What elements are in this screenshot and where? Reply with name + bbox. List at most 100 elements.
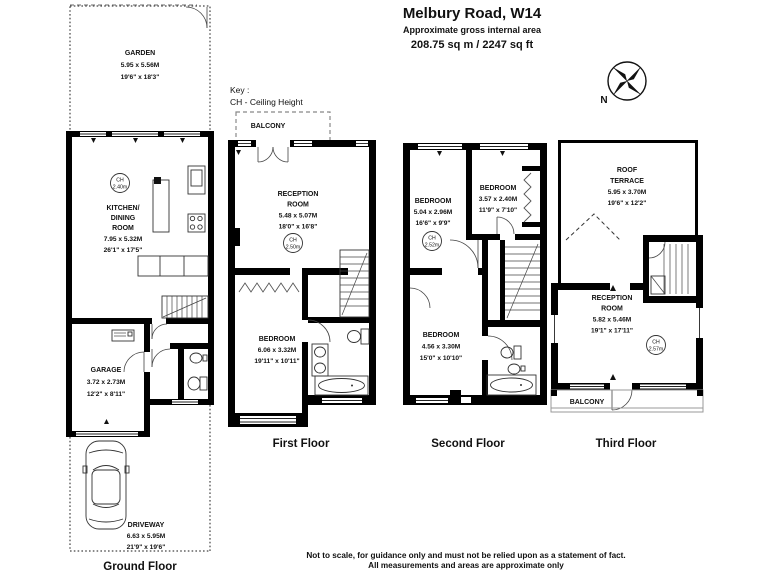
ch-value: 2.52m	[425, 243, 439, 249]
garden-label: GARDEN	[125, 50, 155, 57]
stove-icon	[187, 213, 206, 233]
toilet-icon-second	[500, 345, 522, 360]
kitchen-metric: 7.95 x 5.32M	[104, 236, 143, 243]
reception1-imperial: 18'0" x 16'8"	[279, 224, 318, 231]
ch-label: CH	[652, 340, 660, 346]
garage-label: GARAGE	[91, 367, 122, 374]
terrace-metric: 5.95 x 3.70M	[608, 189, 647, 196]
toilet-icon-ground	[187, 376, 208, 391]
room-bedroom1-second: BEDROOM 5.04 x 2.96M 16'6" x 9'9"	[414, 198, 453, 227]
floor-plan-second: BEDROOM 5.04 x 2.96M 16'6" x 9'9" CH 2.5…	[403, 143, 547, 450]
ch-badge-bedroom1: CH 2.52m	[422, 231, 442, 251]
reception1-label-2: ROOM	[287, 202, 309, 209]
bedroom1-label: BEDROOM	[415, 198, 452, 205]
fridge-icon	[187, 165, 206, 195]
driveway-imperial: 21'9" x 19'6"	[127, 544, 166, 551]
sink-icon-ground	[189, 352, 208, 364]
ch-value: 2.57m	[649, 347, 663, 353]
header-area: 208.75 sq m / 2247 sq ft	[411, 39, 534, 51]
bedroom2-metric: 3.57 x 2.40M	[479, 196, 518, 203]
first-floor-label: First Floor	[273, 438, 330, 450]
kitchen-label-2: DINING	[111, 215, 136, 222]
header: Melbury Road, W14 Approximate gross inte…	[403, 5, 542, 51]
ch-badge-reception-third: CH 2.57m	[646, 335, 666, 355]
garage-metric: 3.72 x 2.73M	[87, 379, 126, 386]
reception3-metric: 5.82 x 5.46M	[593, 317, 632, 324]
reception3-label-1: RECEPTION	[592, 295, 633, 302]
third-floor-label: Third Floor	[596, 438, 657, 450]
bedroom3-imperial: 15'0" x 10'10"	[420, 355, 462, 362]
kitchen-counter	[137, 255, 209, 277]
ch-label: CH	[428, 236, 436, 242]
disclaimer: Not to scale, for guidance only and must…	[306, 551, 625, 570]
floor-plan-first: BALCONY RECEPTION ROOM 5.48 x 5.07M 18'0…	[228, 111, 376, 450]
staircase-third	[648, 241, 689, 295]
compass-north-label: N	[600, 95, 607, 106]
bedroom1-imperial: 16'6" x 9'9"	[415, 220, 450, 227]
staircase-ground	[161, 295, 209, 319]
room-garage: GARAGE 3.72 x 2.73M 12'2" x 8'11"	[87, 367, 126, 398]
kitchen-label-3: ROOM	[112, 225, 134, 232]
staircase-second	[500, 240, 540, 320]
bedroom3-metric: 4.56 x 3.30M	[422, 344, 461, 351]
ch-value: 2.40m	[113, 185, 127, 191]
wardrobe-second	[523, 172, 532, 223]
bedroom-first-label: BEDROOM	[259, 336, 296, 343]
car-icon	[82, 440, 130, 530]
driveway-metric: 6.63 x 5.95M	[127, 533, 166, 540]
ch-badge-reception-first: CH 2.50m	[283, 233, 303, 253]
ch-value: 2.50m	[286, 245, 300, 251]
sink-icon-first	[311, 343, 329, 377]
page-title: Melbury Road, W14	[403, 5, 542, 22]
driveway-label: DRIVEWAY	[128, 522, 165, 529]
bedroom2-label: BEDROOM	[480, 185, 517, 192]
bedroom2-imperial: 11'9" x 7'10"	[479, 207, 517, 214]
ch-badge-kitchen: CH 2.40m	[110, 173, 130, 193]
reception3-imperial: 19'1" x 17'11"	[591, 328, 633, 335]
disclaimer-line-1: Not to scale, for guidance only and must…	[306, 551, 625, 560]
toilet-icon-first	[347, 328, 370, 345]
room-bedroom3-second: BEDROOM 4.56 x 3.30M 15'0" x 10'10"	[420, 332, 462, 362]
bedroom-first-imperial: 19'11" x 10'11"	[254, 358, 299, 365]
wardrobe-first	[238, 282, 300, 293]
room-driveway: DRIVEWAY 6.63 x 5.95M 21'9" x 19'6"	[127, 522, 166, 551]
room-roof-terrace: ROOF TERRACE 5.95 x 3.70M 19'6" x 12'2"	[608, 167, 647, 207]
bedroom1-metric: 5.04 x 2.96M	[414, 209, 453, 216]
room-kitchen: KITCHEN/ DINING ROOM 7.95 x 5.32M 26'1" …	[104, 205, 143, 254]
room-reception-third: RECEPTION ROOM 5.82 x 5.46M 19'1" x 17'1…	[591, 295, 633, 335]
balcony-first-label: BALCONY	[251, 123, 286, 130]
ground-floor-label: Ground Floor	[103, 561, 177, 573]
terrace-roofline	[565, 213, 621, 241]
room-reception-first: RECEPTION ROOM 5.48 x 5.07M 18'0" x 16'8…	[278, 191, 319, 231]
staircase-first	[339, 249, 370, 318]
reception3-label-2: ROOM	[601, 306, 623, 313]
garden-metric: 5.95 x 5.56M	[121, 62, 160, 69]
ch-label: CH	[289, 238, 297, 244]
ch-label: CH	[116, 178, 124, 184]
garden-imperial: 19'6" x 18'3"	[121, 74, 160, 81]
balcony-third-label: BALCONY	[570, 399, 605, 406]
terrace-label-1: ROOF	[617, 167, 638, 174]
terrace-imperial: 19'6" x 12'2"	[608, 200, 647, 207]
kitchen-imperial: 26'1" x 17'5"	[104, 247, 143, 254]
garage-imperial: 12'2" x 8'11"	[87, 391, 125, 398]
floor-plan-ground: GARDEN 5.95 x 5.56M 19'6" x 18'3"	[66, 4, 214, 573]
kitchen-label-1: KITCHEN/	[106, 205, 139, 212]
bedroom3-label: BEDROOM	[423, 332, 460, 339]
bathtub-icon-first	[314, 375, 369, 396]
legend-key: Key : CH - Ceiling Height	[230, 85, 303, 107]
radiator-icon	[111, 329, 135, 342]
header-subtitle: Approximate gross internal area	[403, 25, 542, 35]
key-label: Key :	[230, 85, 249, 95]
compass-icon: N	[600, 61, 647, 106]
floor-plan-third: ROOF TERRACE 5.95 x 3.70M 19'6" x 12'2"	[550, 140, 704, 450]
reception1-metric: 5.48 x 5.07M	[279, 213, 318, 220]
key-ceiling-height: CH - Ceiling Height	[230, 97, 303, 107]
balcony-third: BALCONY	[550, 389, 704, 413]
disclaimer-line-2: All measurements and areas are approxima…	[368, 561, 564, 570]
reception1-label-1: RECEPTION	[278, 191, 319, 198]
terrace-label-2: TERRACE	[610, 178, 644, 185]
sink-icon-second	[507, 363, 526, 375]
